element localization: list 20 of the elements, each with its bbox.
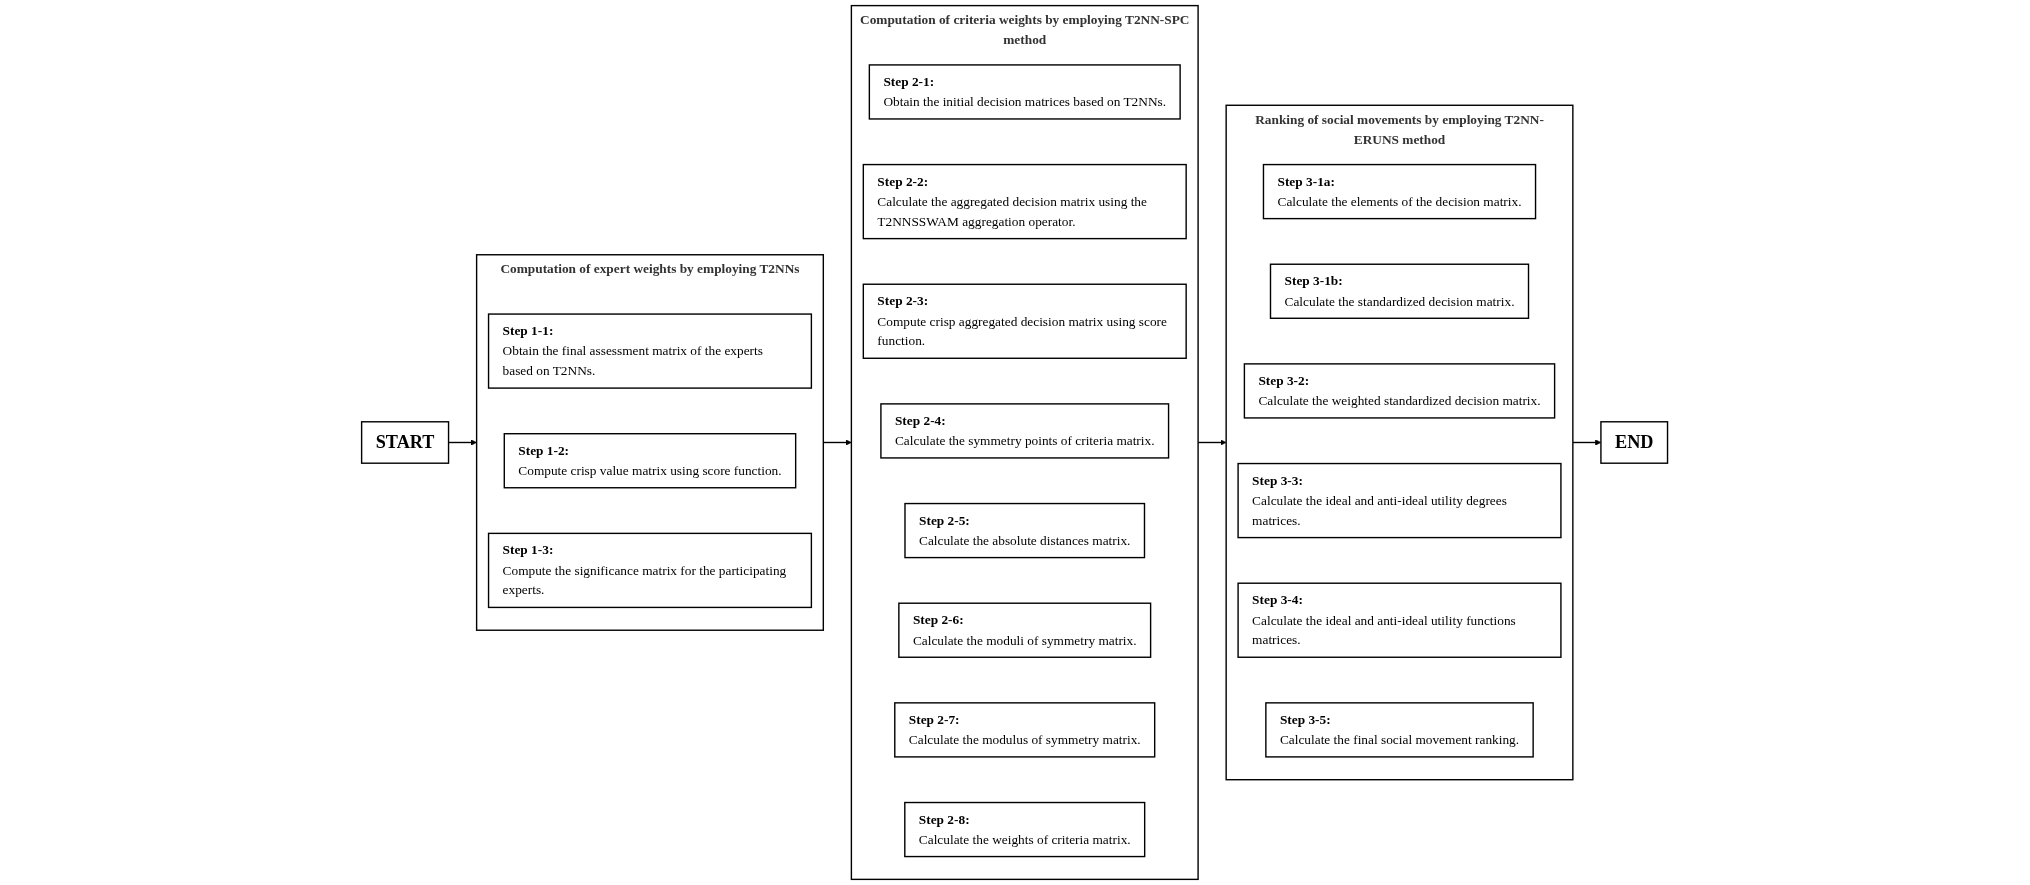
node-box: Step 2-8: Calculate the weights of criteria matrix. (904, 801, 1146, 858)
node-box: Step 2-1: Obtain the initial decision matrices based on T2NNs. (869, 64, 1182, 120)
node-box: Step 2-4: Calculate the symmetry points of criteria matrix. (880, 403, 1170, 459)
node-box: Step 1-3: Compute the significance matrix for the participating experts. (488, 532, 813, 609)
node-box: Step 2-2: Calculate the aggregated decision matrix using the T2NNSSWAM aggregation operator. (863, 163, 1188, 240)
node-box: Step 2-6: Calculate the moduli of symmetry matrix. (898, 602, 1152, 658)
node-box: Step 3-3: Calculate the ideal and anti-ideal utility degrees matrices. (1237, 462, 1563, 539)
node-box: START (361, 421, 450, 464)
node-box: Step 2-7: Calculate the modulus of symmetry matrix. (894, 702, 1156, 758)
node-box: Step 3-1b: Calculate the standardized decision matrix. (1270, 263, 1530, 319)
node-box: Step 1-2: Compute crisp value matrix using score function. (504, 433, 797, 489)
node-box: Step 3-4: Calculate the ideal and anti-ideal utility functions matrices. (1237, 582, 1563, 658)
node-box: Step 1-1: Obtain the final assessment matrix of the experts based on T2NNs. (488, 313, 813, 389)
node-box: Step 3-1a: Calculate the elements of the decision matrix. (1263, 163, 1537, 220)
node-box: Step 2-3: Compute crisp aggregated decision matrix using score function. (863, 283, 1188, 359)
node-box: Step 3-5: Calculate the final social movement ranking. (1265, 702, 1535, 758)
node-box: END (1600, 421, 1669, 464)
node-box: Step 2-5: Calculate the absolute distances matrix. (904, 502, 1146, 559)
node-box: Step 3-2: Calculate the weighted standardized decision matrix. (1244, 363, 1556, 419)
arrow (448, 439, 478, 446)
